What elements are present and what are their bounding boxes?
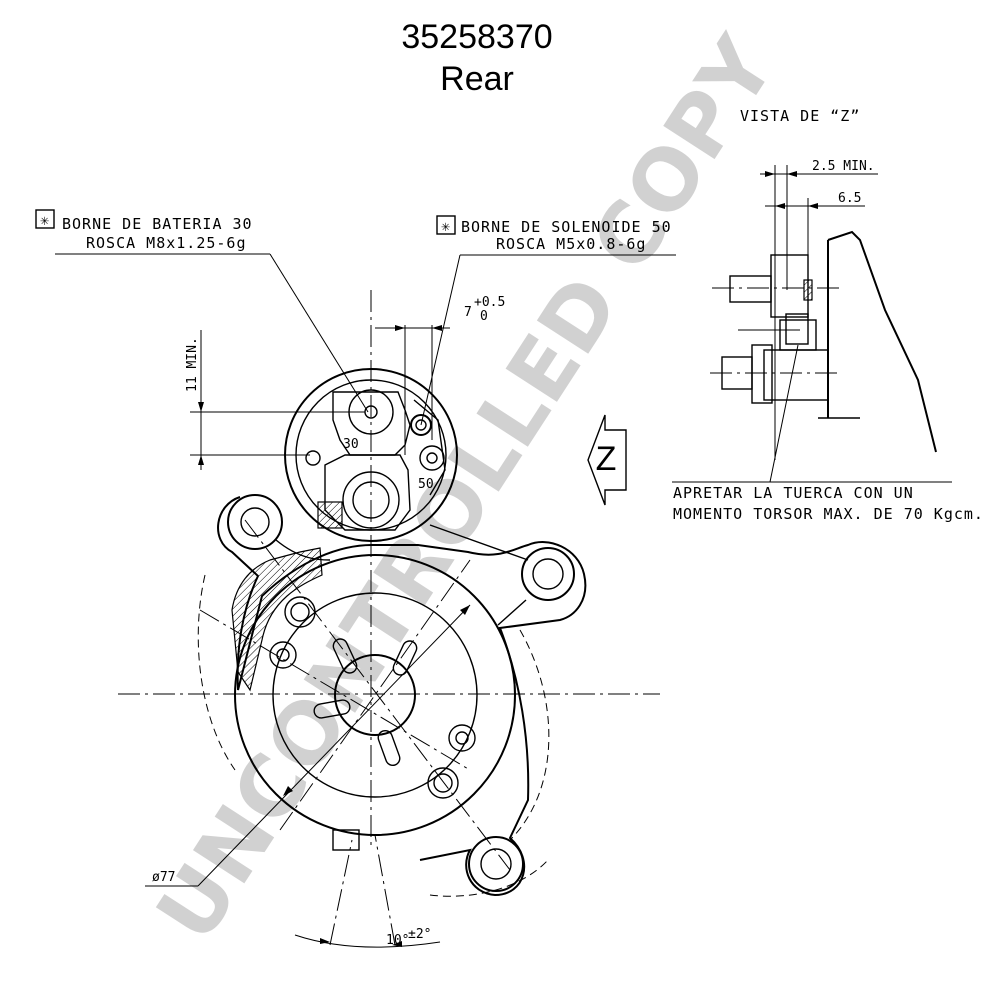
svg-text:0: 0 (480, 309, 488, 324)
dimension-diameter: ø77 (145, 604, 471, 887)
svg-text:✳: ✳ (40, 211, 50, 229)
svg-text:10°: 10° (386, 933, 409, 948)
dimension-angle: 10° ±2° (294, 927, 441, 948)
view-arrow-z: Z (587, 414, 627, 506)
center-lines (118, 290, 660, 946)
svg-text:Z: Z (596, 440, 617, 478)
svg-text:11 MIN.: 11 MIN. (185, 337, 200, 392)
svg-text:APRETAR LA TUERCA CON UN: APRETAR LA TUERCA CON UN (673, 484, 914, 502)
svg-text:±2°: ±2° (408, 927, 431, 942)
svg-text:ROSCA M5x0.8-6g: ROSCA M5x0.8-6g (496, 235, 646, 253)
detail-view-z: VISTA DE “Z” 2.5 MIN. 6.5 APRETAR LA TUE… (672, 107, 984, 523)
svg-text:✳: ✳ (441, 217, 451, 235)
hatched-section (231, 547, 323, 692)
svg-text:ROSCA M8x1.25-6g: ROSCA M8x1.25-6g (86, 234, 247, 252)
svg-text:MOMENTO TORSOR MAX. DE 70 Kgcm: MOMENTO TORSOR MAX. DE 70 Kgcm. (673, 505, 984, 523)
dimension-terminal-spacing: 7 +0.5 0 (375, 295, 505, 455)
svg-text:ø77: ø77 (152, 870, 175, 885)
svg-text:6.5: 6.5 (838, 191, 861, 206)
terminal-30-label: 30 (343, 437, 359, 452)
dimension-clearance: 11 MIN. (185, 330, 365, 470)
svg-text:+0.5: +0.5 (474, 295, 505, 310)
note-solenoid-terminal: ✳ BORNE DE SOLENOIDE 50 ROSCA M5x0.8-6g (420, 215, 676, 426)
terminal-50-label: 50 (418, 477, 434, 492)
svg-text:VISTA DE “Z”: VISTA DE “Z” (740, 107, 860, 125)
svg-text:BORNE DE SOLENOIDE 50: BORNE DE SOLENOIDE 50 (461, 218, 672, 236)
note-battery-terminal: ✳ BORNE DE BATERIA 30 ROSCA M8x1.25-6g (35, 209, 369, 413)
view-name: Rear (440, 60, 514, 98)
svg-text:BORNE DE BATERIA 30: BORNE DE BATERIA 30 (62, 215, 253, 233)
svg-text:7: 7 (464, 305, 472, 320)
svg-text:2.5 MIN.: 2.5 MIN. (812, 159, 875, 174)
part-number: 35258370 (401, 18, 552, 56)
